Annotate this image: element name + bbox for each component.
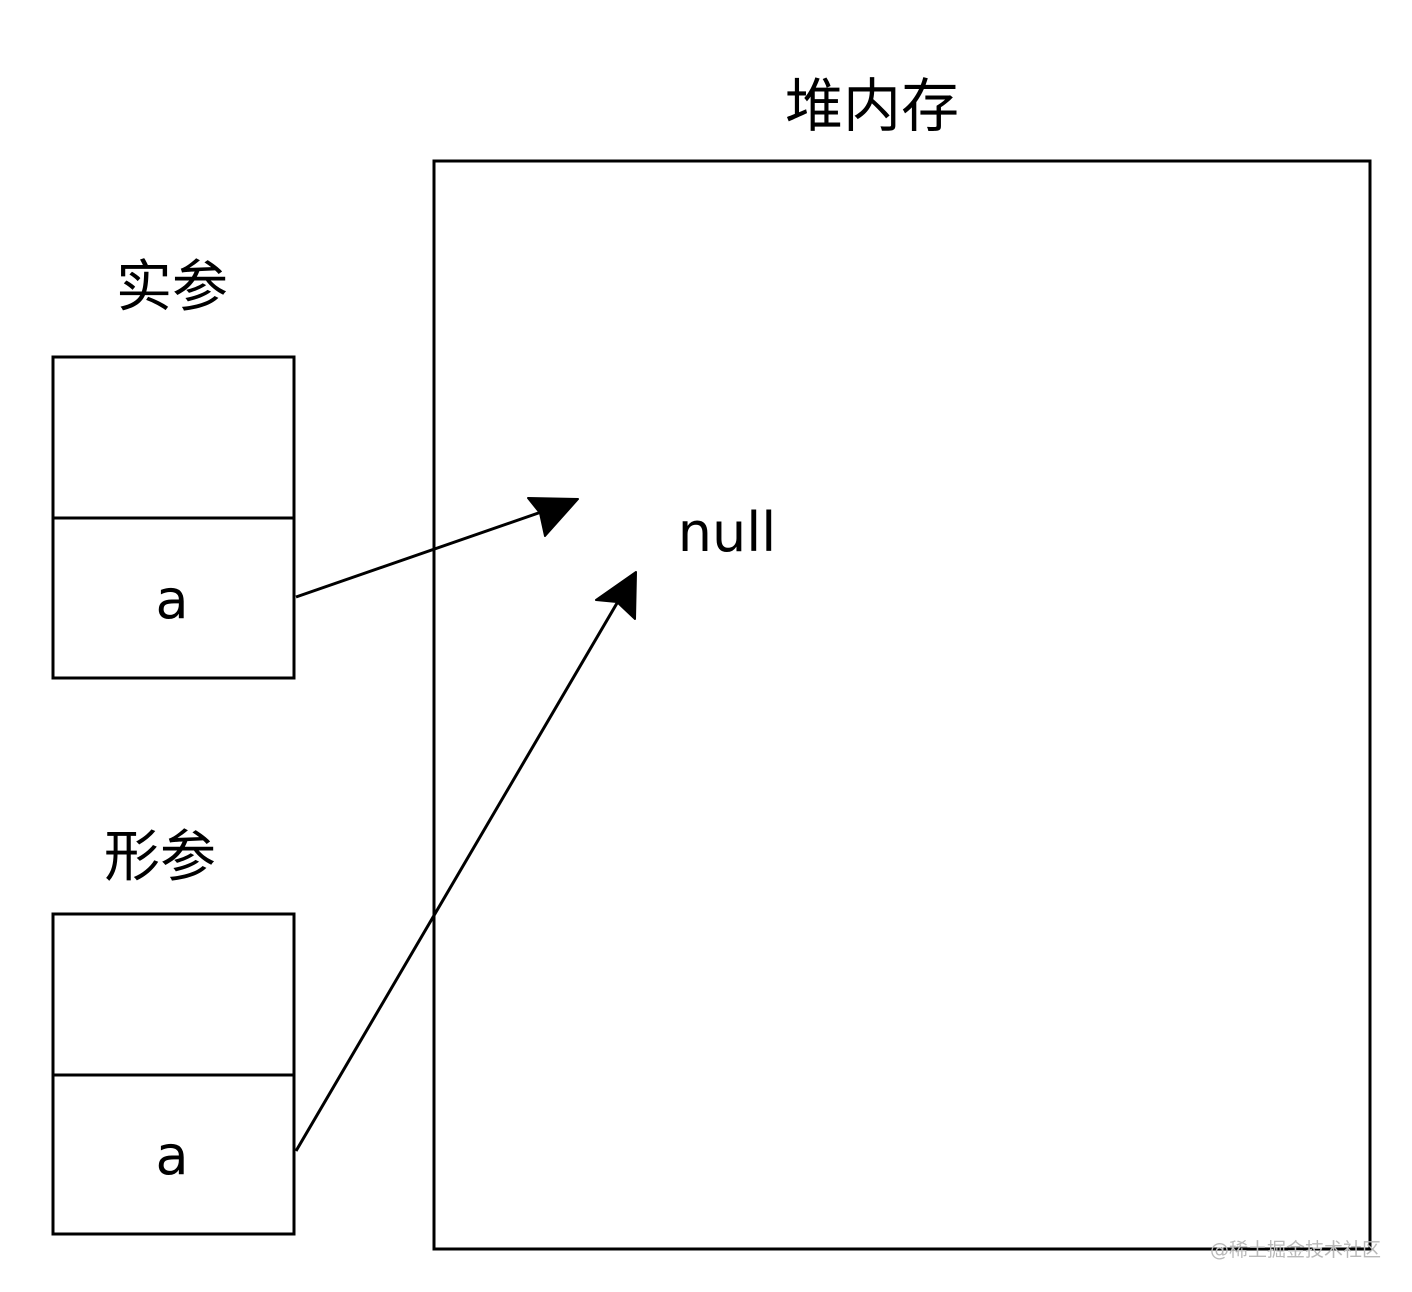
actual-param-reference-arrow	[295, 497, 579, 599]
formal-param-top-cell	[51, 912, 296, 1077]
formal-param-arrowhead	[595, 571, 637, 620]
formal-param-title: 形参	[104, 825, 216, 890]
actual-param-var-label: a	[155, 568, 188, 631]
formal-param-var-label: a	[155, 1124, 188, 1187]
heap-null-value: null	[678, 501, 776, 564]
actual-param-arrow-line	[295, 507, 551, 599]
heap-title: 堆内存	[785, 72, 959, 140]
heap-memory-box	[432, 159, 1372, 1251]
actual-param-top-cell	[51, 355, 296, 520]
watermark-text: @稀土掘金技术社区	[1210, 1239, 1381, 1261]
actual-param-var-cell	[51, 516, 296, 680]
actual-param-arrowhead	[527, 497, 579, 537]
formal-param-var-cell	[51, 1073, 296, 1236]
formal-param-reference-arrow	[294, 571, 637, 1152]
formal-param-arrow-line	[294, 597, 622, 1152]
actual-param-title: 实参	[116, 255, 228, 320]
